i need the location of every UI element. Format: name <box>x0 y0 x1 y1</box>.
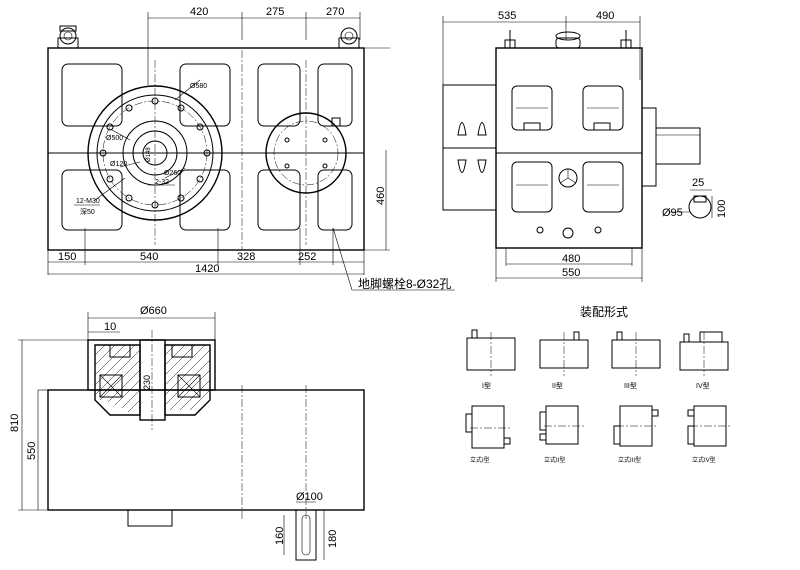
label-d500: Ø500 <box>106 135 123 142</box>
dim-bottom-150: 150 <box>58 251 76 263</box>
lifting-eye-right <box>338 27 360 49</box>
dim-top-275: 275 <box>266 6 284 18</box>
side-dim-480: 480 <box>562 253 580 265</box>
assembly-forms: 装配形式 I型 II型 III型 IV型 <box>465 305 732 464</box>
label-d580: Ø580 <box>190 83 207 90</box>
dim-overall-1420: 1420 <box>195 263 219 275</box>
section-housing <box>47 389 365 511</box>
housing-outline <box>47 47 365 251</box>
output-shaft <box>139 339 166 421</box>
side-dim-490: 490 <box>596 10 614 22</box>
section-view: Ø660 10 <box>9 305 365 561</box>
input-flange <box>265 112 347 194</box>
dim-top-270: 270 <box>326 6 344 18</box>
label-d260: Ø260 <box>164 170 181 177</box>
hatch-left <box>94 344 141 416</box>
sec-d100: Ø100 <box>296 491 323 503</box>
form-type-3 <box>611 331 661 376</box>
assembly-title: 装配形式 <box>580 305 628 319</box>
sec-h810: 810 <box>9 414 21 432</box>
form-type-2 <box>539 331 589 376</box>
form-label-4: IV型 <box>696 381 710 390</box>
dim-bottom-540: 540 <box>140 251 158 263</box>
shaft-h-100: 100 <box>716 200 728 218</box>
label-bolts: 12-M30 <box>76 198 100 205</box>
dim-top-420: 420 <box>190 6 208 18</box>
form-vertical-3 <box>613 405 659 447</box>
shaft-section <box>688 195 712 219</box>
front-view: 420 275 270 <box>47 6 455 291</box>
side-view: 535 490 <box>442 10 728 282</box>
foundation-bolt-note: 地脚螺栓8-Ø32孔 <box>358 276 451 291</box>
form-vlabel-3: 立式III型 <box>618 456 641 464</box>
label-d148: Ø148 <box>146 147 152 162</box>
dim-bottom-328: 328 <box>237 251 255 263</box>
form-label-1: I型 <box>482 381 491 390</box>
label-bore: 2-32 <box>155 179 169 186</box>
dim-bottom-252: 252 <box>298 251 316 263</box>
sec-d660: Ø660 <box>140 305 167 317</box>
sec-d10: 10 <box>104 321 116 333</box>
sec-d230: 230 <box>142 375 152 390</box>
form-type-1 <box>466 329 516 376</box>
sec-h180: 180 <box>327 530 339 548</box>
form-vertical-1 <box>465 405 511 449</box>
side-housing <box>495 47 643 249</box>
form-label-3: III型 <box>624 381 637 390</box>
side-dim-550: 550 <box>562 267 580 279</box>
dim-height-460: 460 <box>375 187 387 205</box>
shaft-key-25: 25 <box>692 177 704 189</box>
input-shaft <box>295 509 317 561</box>
sec-h550: 550 <box>26 442 38 460</box>
form-vlabel-1: 立式I型 <box>470 456 490 464</box>
side-dim-535: 535 <box>498 10 516 22</box>
label-d120: Ø120 <box>110 161 127 168</box>
output-flange <box>87 79 223 221</box>
form-vlabel-2: 立式II型 <box>544 456 565 464</box>
label-depth: 深50 <box>80 207 95 216</box>
form-label-2: II型 <box>552 381 563 390</box>
form-vertical-2 <box>539 405 584 445</box>
sec-h160: 160 <box>274 527 286 545</box>
shaft-dia-95: Ø95 <box>662 207 683 219</box>
form-vlabel-4: 立式IV型 <box>692 456 716 464</box>
lifting-eye-left <box>57 25 79 49</box>
form-type-4 <box>679 331 729 376</box>
form-vertical-4 <box>687 405 732 447</box>
